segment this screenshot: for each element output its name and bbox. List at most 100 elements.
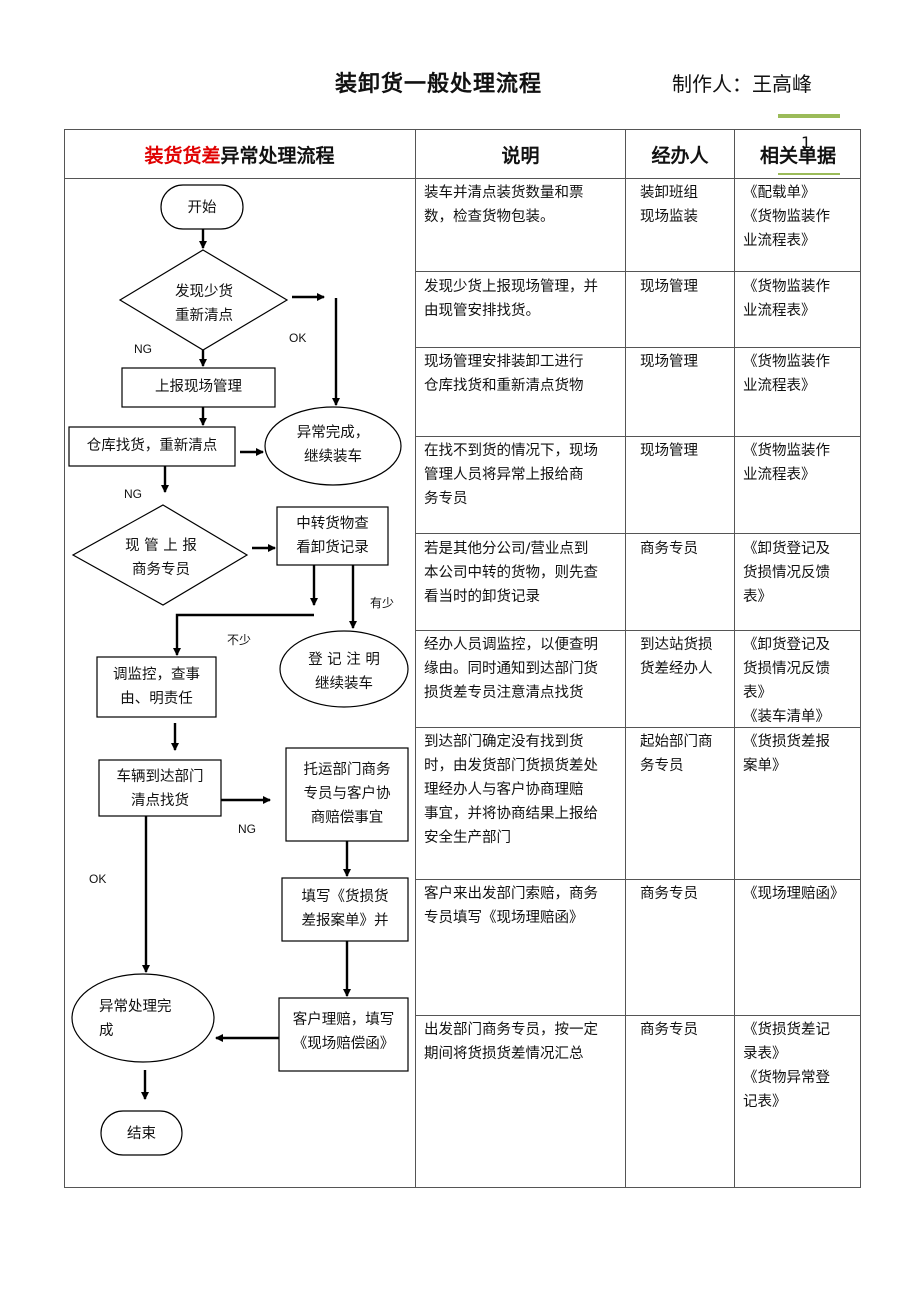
- text-line: 《货损货差报: [743, 734, 830, 750]
- box-line: 中转货物查: [296, 516, 369, 532]
- row-description: 客户来出发部门索赔，商务 专员填写《现场理赔函》: [424, 882, 620, 930]
- text-line: 时，由发货部门货损货差处: [424, 758, 598, 774]
- ok-label: OK: [289, 331, 307, 345]
- text-line: 业流程表》: [743, 303, 816, 319]
- text-line: 起始部门商: [640, 734, 713, 750]
- box-line: 车辆到达部门: [116, 769, 204, 785]
- text-line: 装车并清点装货数量和票: [424, 185, 584, 201]
- accent-underline: [778, 173, 840, 175]
- text-line: 《货损货差记: [743, 1022, 830, 1038]
- register-label: 登 记 注 明 继续装车: [292, 648, 396, 696]
- row-description: 在找不到货的情况下，现场 管理人员将异常上报给商 务专员: [424, 439, 620, 511]
- row-docs: 《货物监装作 业流程表》: [743, 439, 855, 487]
- text-line: 商务专员: [640, 541, 698, 557]
- text-line: 《货物监装作: [743, 354, 830, 370]
- report-box: [121, 367, 276, 408]
- check-box: [276, 506, 389, 566]
- text-line: 业流程表》: [743, 378, 816, 394]
- vehicle-box: [98, 759, 222, 817]
- report-label: 上报现场管理: [155, 379, 242, 395]
- text-line: 表》: [743, 685, 772, 701]
- text-line: 案单》: [743, 758, 787, 774]
- text-line: 《现场理赔函》: [743, 886, 845, 902]
- text-line: 《卸货登记及: [743, 637, 830, 653]
- box-line: 商赔偿事宜: [310, 810, 384, 826]
- flow-column-header: 装货货差异常处理流程: [64, 141, 415, 168]
- row-divider: [416, 630, 861, 631]
- text-line: 安全生产部门: [424, 830, 511, 846]
- row-docs: 《货物监装作 业流程表》: [743, 275, 855, 323]
- row-docs: 《现场理赔函》: [743, 882, 855, 906]
- row-divider: [416, 879, 861, 880]
- row-docs: 《配载单》 《货物监装作 业流程表》: [743, 181, 855, 253]
- row-description: 若是其他分公司/营业点到 本公司中转的货物，则先查 看当时的卸货记录: [424, 537, 620, 609]
- text-line: 现场管理安排装卸工进行: [424, 354, 584, 370]
- row-description: 现场管理安排装卸工进行 仓库找货和重新清点货物: [424, 350, 620, 398]
- row-divider: [416, 436, 861, 437]
- text-line: 业流程表》: [743, 233, 816, 249]
- row-description: 到达部门确定没有找到货 时，由发货部门货损货差处 理经办人与客户协商理赔 事宜，…: [424, 730, 620, 850]
- text-line: 现场管理: [640, 354, 698, 370]
- box-line: 填写《货损货: [301, 889, 389, 905]
- monitor-box: [96, 656, 217, 718]
- column-divider: [625, 129, 626, 1188]
- header-divider: [64, 178, 861, 179]
- page-number: 1: [801, 133, 812, 152]
- end-terminal: [100, 1110, 183, 1156]
- row-docs: 《卸货登记及 货损情况反馈 表》: [743, 537, 855, 609]
- fill-label: 填写《货损货 差报案单》并: [282, 885, 408, 933]
- text-line: 损货差专员注意清点找货: [424, 685, 584, 701]
- end-label: 结束: [127, 1126, 156, 1142]
- negotiate-label: 托运部门商务 专员与客户协 商赔偿事宜: [286, 758, 408, 830]
- text-line: 到达站货损: [640, 637, 713, 653]
- done1-label: 异常完成， 继续装车: [275, 421, 391, 469]
- text-line: 出发部门商务专员，按一定: [424, 1022, 598, 1038]
- done2-label: 异常处理完 成: [99, 995, 199, 1043]
- text-line: 业流程表》: [743, 467, 816, 483]
- header-rest-part: 异常处理流程: [220, 145, 335, 167]
- row-divider: [416, 347, 861, 348]
- monitor-label: 调监控，查事 由、明责任: [97, 663, 216, 711]
- text-line: 《货物异常登: [743, 1070, 830, 1086]
- column-divider: [734, 129, 735, 1188]
- text-line: 发现少货上报现场管理，并: [424, 279, 598, 295]
- row-agent: 现场管理: [640, 350, 732, 374]
- accent-bar: [778, 114, 840, 118]
- row-agent: 现场管理: [640, 439, 732, 463]
- decision-found-short-label: 发现少货 重新清点: [150, 280, 258, 328]
- row-docs: 《货损货差报 案单》: [743, 730, 855, 778]
- box-line: 客户理赔，填写: [292, 1012, 395, 1028]
- row-agent: 现场管理: [640, 275, 732, 299]
- text-line: 商务专员: [640, 886, 698, 902]
- ellipse-line: 异常完成，: [296, 425, 370, 441]
- text-line: 《装车清单》: [743, 709, 830, 725]
- check-label: 中转货物查 看卸货记录: [277, 512, 388, 560]
- row-docs: 《卸货登记及 货损情况反馈 表》 《装车清单》: [743, 633, 855, 729]
- text-line: 若是其他分公司/营业点到: [424, 541, 589, 557]
- decision-report-commerce-label: 现 管 上 报 商务专员: [105, 534, 217, 582]
- ellipse-line: 成: [99, 1023, 114, 1039]
- text-line: 看当时的卸货记录: [424, 589, 540, 605]
- row-divider: [416, 727, 861, 728]
- box-line: 看卸货记录: [296, 540, 369, 556]
- text-line: 现场监装: [640, 209, 698, 225]
- row-agent: 起始部门商 务专员: [640, 730, 732, 778]
- text-line: 本公司中转的货物，则先查: [424, 565, 598, 581]
- text-line: 《货物监装作: [743, 279, 830, 295]
- row-divider: [416, 1015, 861, 1016]
- text-line: 现场管理: [640, 279, 698, 295]
- register-ellipse: [279, 630, 409, 708]
- vehicle-label: 车辆到达部门 清点找货: [99, 765, 221, 813]
- row-docs: 《货物监装作 业流程表》: [743, 350, 855, 398]
- text-line: 由现管安排找货。: [424, 303, 540, 319]
- text-line: 装卸班组: [640, 185, 698, 201]
- text-line: 管理人员将异常上报给商: [424, 467, 584, 483]
- start-label: 开始: [187, 200, 217, 216]
- text-line: 货差经办人: [640, 661, 713, 677]
- text-line: 货损情况反馈: [743, 661, 830, 677]
- row-description: 装车并清点装货数量和票 数，检查货物包装。: [424, 181, 620, 229]
- agent-column-header: 经办人: [651, 145, 709, 167]
- decision-line: 重新清点: [175, 308, 233, 324]
- text-line: 务专员: [424, 491, 468, 507]
